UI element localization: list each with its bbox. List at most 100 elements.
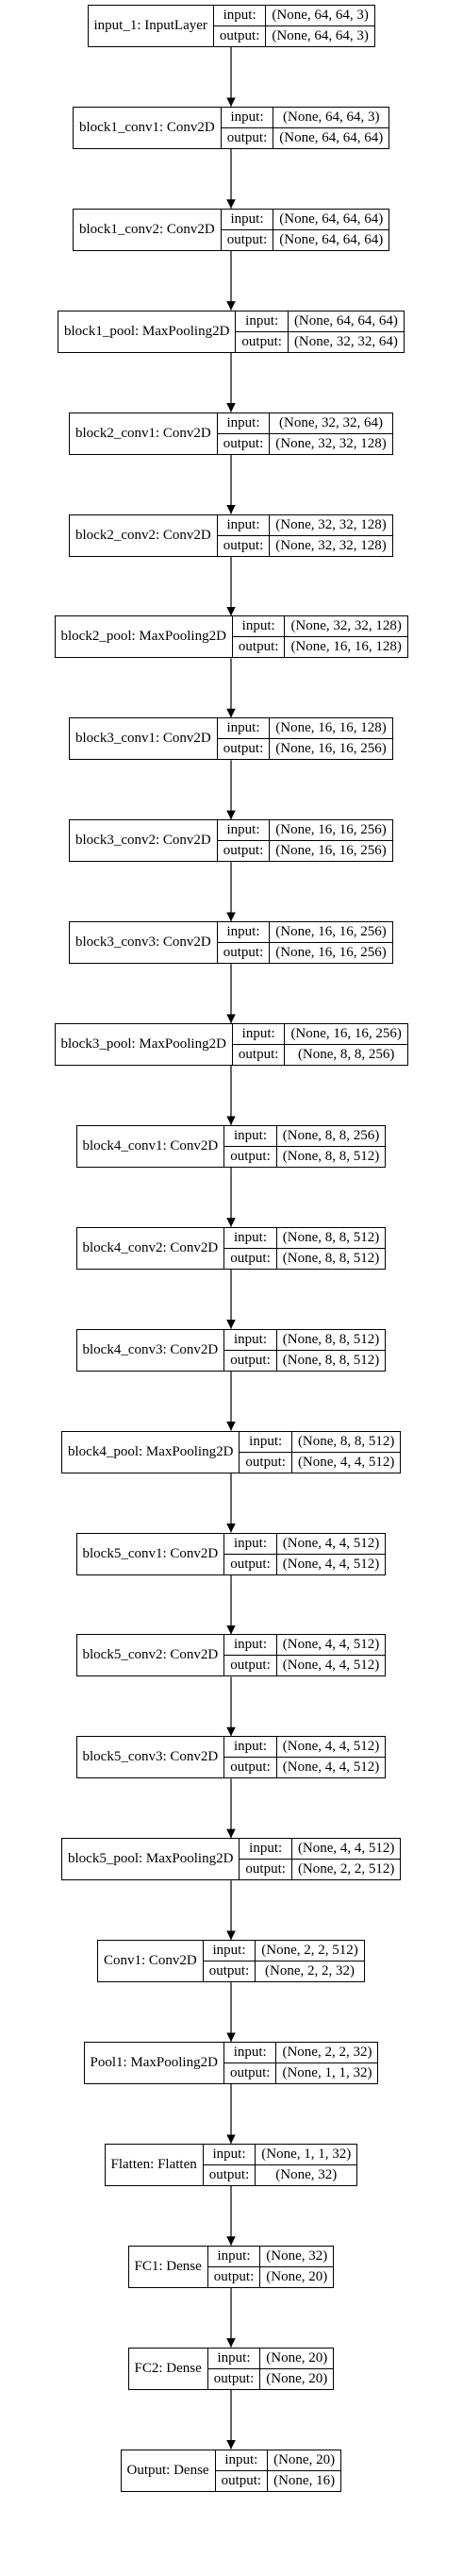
layer-name: block2_conv1: Conv2D xyxy=(70,412,218,454)
input-label: input: xyxy=(217,514,271,536)
input-label: input: xyxy=(224,1125,277,1147)
output-label: output: xyxy=(216,2470,269,2491)
output-shape: (None, 8, 8, 512) xyxy=(282,1148,380,1164)
input-shape: (None, 64, 64, 64) xyxy=(273,210,389,230)
layer-name: block5_pool: MaxPooling2D xyxy=(62,1839,240,1880)
output-label: output: xyxy=(222,229,274,250)
input-shape: (None, 1, 1, 32) xyxy=(256,2145,357,2165)
output-shape: (None, 32) xyxy=(275,2166,338,2182)
input-shape: (None, 8, 8, 512) xyxy=(276,1228,386,1249)
output-label: output: xyxy=(224,1350,277,1371)
input-label: input: xyxy=(213,6,267,26)
layer-name: block1_conv1: Conv2D xyxy=(74,107,222,148)
output-shape: (None, 4, 4, 512) xyxy=(297,1454,395,1470)
output-shape: (None, 64, 64, 3) xyxy=(272,28,369,43)
layer-name: Conv1: Conv2D xyxy=(98,1941,204,1982)
input-shape: (None, 4, 4, 512) xyxy=(276,1737,386,1759)
layer-name: block3_conv3: Conv2D xyxy=(70,922,218,964)
input-shape: (None, 20) xyxy=(260,2349,334,2369)
input-label: input: xyxy=(203,2144,256,2165)
output-label: output: xyxy=(204,2164,256,2185)
output-label: output: xyxy=(218,535,271,556)
input-label: input: xyxy=(224,1635,277,1657)
layer-name: block5_conv1: Conv2D xyxy=(77,1533,225,1574)
input-shape: (None, 32) xyxy=(260,2247,334,2267)
output-shape: (None, 64, 64, 64) xyxy=(279,231,384,247)
output-label: output: xyxy=(224,1554,277,1574)
input-shape: (None, 8, 8, 512) xyxy=(276,1330,386,1351)
input-shape: (None, 20) xyxy=(268,2450,341,2471)
input-label: input: xyxy=(224,1533,277,1555)
input-shape: (None, 4, 4, 512) xyxy=(291,1839,401,1860)
output-label: output: xyxy=(233,637,286,658)
layer-name: block5_conv2: Conv2D xyxy=(77,1635,225,1676)
output-label: output: xyxy=(214,26,267,46)
output-shape: (None, 16, 16, 256) xyxy=(275,741,387,757)
input-shape: (None, 16, 16, 128) xyxy=(270,718,392,740)
layer-name: FC1: Dense xyxy=(129,2246,208,2287)
output-label: output: xyxy=(218,841,271,862)
layer-name: Output: Dense xyxy=(122,2450,216,2491)
output-shape: (None, 16) xyxy=(273,2472,336,2488)
input-shape: (None, 2, 2, 32) xyxy=(276,2043,378,2063)
layer-name: block5_conv3: Conv2D xyxy=(77,1737,225,1778)
output-shape: (None, 2, 2, 512) xyxy=(297,1861,395,1877)
output-shape: (None, 16, 16, 128) xyxy=(290,639,402,655)
input-label: input: xyxy=(221,107,274,128)
output-label: output: xyxy=(204,1961,256,1982)
layer-name: block1_conv2: Conv2D xyxy=(74,209,222,250)
input-shape: (None, 16, 16, 256) xyxy=(270,922,392,944)
output-label: output: xyxy=(236,331,289,352)
input-label: input: xyxy=(240,1839,292,1860)
output-shape: (None, 4, 4, 512) xyxy=(282,1556,380,1572)
input-label: input: xyxy=(203,1941,256,1962)
output-shape: (None, 4, 4, 512) xyxy=(282,1658,380,1674)
input-shape: (None, 4, 4, 512) xyxy=(276,1635,386,1657)
layer-name: Pool1: MaxPooling2D xyxy=(85,2043,224,2083)
output-label: output: xyxy=(224,2063,277,2083)
input-shape: (None, 4, 4, 512) xyxy=(276,1534,386,1555)
input-label: input: xyxy=(224,1329,277,1351)
input-label: input: xyxy=(232,616,286,638)
output-shape: (None, 32, 32, 128) xyxy=(275,435,387,451)
output-label: output: xyxy=(222,127,274,148)
input-shape: (None, 16, 16, 256) xyxy=(285,1024,407,1045)
layer-name: block4_pool: MaxPooling2D xyxy=(62,1431,240,1473)
output-label: output: xyxy=(224,1146,277,1167)
layer-name: block3_conv2: Conv2D xyxy=(70,820,218,862)
output-label: output: xyxy=(224,1758,277,1778)
input-label: input: xyxy=(223,2043,277,2063)
output-shape: (None, 8, 8, 256) xyxy=(297,1047,395,1062)
input-label: input: xyxy=(207,2348,261,2369)
output-label: output: xyxy=(240,1452,292,1473)
output-shape: (None, 8, 8, 512) xyxy=(282,1352,380,1368)
input-shape: (None, 8, 8, 256) xyxy=(276,1126,386,1147)
layer-name: block3_pool: MaxPooling2D xyxy=(56,1024,233,1065)
output-shape: (None, 20) xyxy=(266,2268,328,2284)
input-label: input: xyxy=(217,820,271,842)
input-label: input: xyxy=(217,718,271,740)
input-label: input: xyxy=(215,2450,269,2471)
output-label: output: xyxy=(208,2368,261,2389)
input-shape: (None, 2, 2, 512) xyxy=(256,1941,364,1962)
